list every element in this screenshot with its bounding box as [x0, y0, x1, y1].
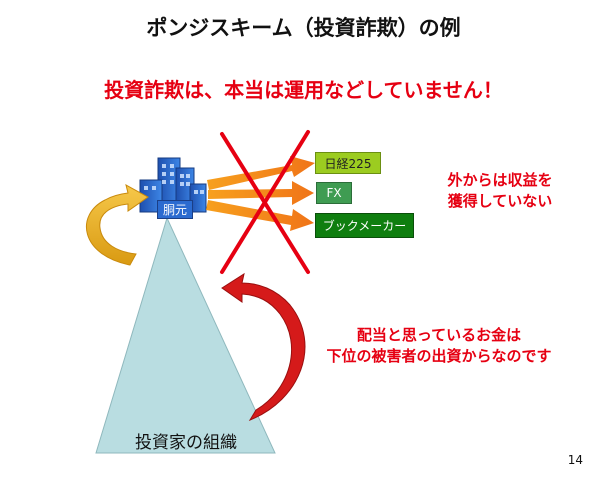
- note-no-external-profit: 外からは収益を 獲得していない: [420, 170, 580, 212]
- note-dividend-source: 配当と思っているお金は 下位の被害者の出資からなのです: [300, 325, 578, 367]
- subtitle: 投資詐欺は、本当は運用などしていません！: [104, 78, 503, 102]
- arrow-to-nikkei: [207, 156, 315, 190]
- investment-box-nikkei: 日経225: [315, 152, 381, 174]
- pyramid-label: 投資家の組織: [135, 433, 237, 453]
- page-number: 14: [567, 453, 583, 467]
- hub-label: 胴元: [157, 200, 193, 219]
- note-line: 下位の被害者の出資からなのです: [326, 347, 552, 365]
- investment-box-bookmaker: ブックメーカー: [315, 213, 414, 238]
- circular-arrow-right-icon: [221, 272, 306, 422]
- investment-box-fx: FX: [316, 182, 352, 204]
- arrow-to-bookmaker: [206, 200, 314, 231]
- note-line: 獲得していない: [447, 192, 553, 210]
- note-line: 外からは収益を: [447, 171, 553, 189]
- page-title: ポンジスキーム（投資詐欺）の例: [146, 16, 461, 40]
- cross-mark-icon: [220, 130, 310, 274]
- circular-arrow-left-icon: [85, 184, 149, 266]
- note-line: 配当と思っているお金は: [356, 326, 522, 344]
- investor-pyramid: [95, 216, 276, 454]
